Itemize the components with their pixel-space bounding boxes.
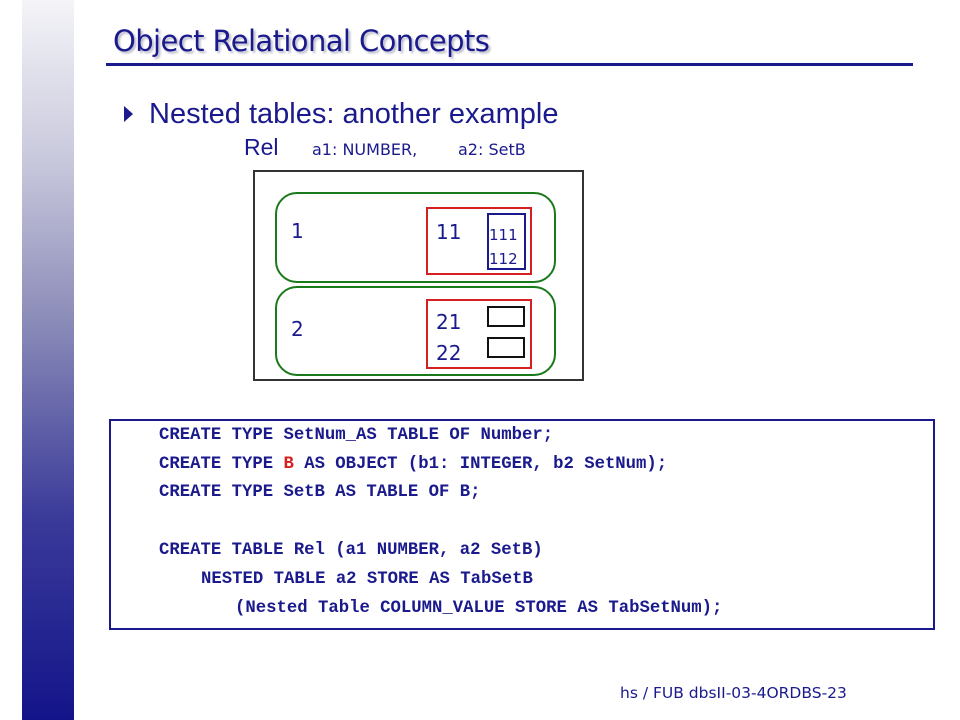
- object-b-box-2: [426, 299, 532, 369]
- row-1-a1-value: 1: [291, 219, 304, 243]
- bullet-item: Nested tables: another example: [124, 96, 558, 132]
- setnum-value: 111: [489, 226, 518, 244]
- b1-value: 11: [436, 220, 462, 244]
- code-block: [109, 419, 935, 630]
- attribute-a2: a2: SetB: [458, 140, 526, 159]
- row-2-a1-value: 2: [291, 317, 304, 341]
- relation-name: Rel: [244, 134, 279, 160]
- attribute-a1: a1: NUMBER,: [312, 140, 418, 159]
- object-b-box-1: [426, 207, 532, 275]
- tuple-row-2: [275, 286, 556, 376]
- setnum-value: 112: [489, 250, 518, 268]
- tuple-row-1: [275, 192, 556, 283]
- code-text: AS OBJECT (b1: INTEGER, b2 SetNum);: [293, 455, 668, 474]
- side-gradient-bar: [22, 0, 74, 720]
- setnum-nested-box: [487, 213, 526, 270]
- b1-value: 21: [436, 310, 462, 334]
- relation-box: [253, 170, 584, 381]
- slide-footer: hs / FUB dbsII-03-4ORDBS-23: [620, 684, 847, 702]
- triangle-bullet-icon: [124, 106, 133, 122]
- empty-setnum-box: [487, 337, 525, 358]
- slide-title: Object Relational Concepts: [113, 24, 490, 58]
- code-line-5: NESTED TABLE a2 STORE AS TabSetB: [201, 570, 533, 589]
- code-line-4: CREATE TABLE Rel (a1 NUMBER, a2 SetB): [159, 541, 543, 560]
- code-highlight: B: [283, 455, 294, 474]
- empty-setnum-box: [487, 306, 525, 327]
- code-line-6: (Nested Table COLUMN_VALUE STORE AS TabS…: [235, 599, 723, 618]
- code-line-1: CREATE TYPE SetNum_AS TABLE OF Number;: [159, 426, 554, 445]
- bullet-text: Nested tables: another example: [149, 97, 559, 130]
- code-line-2: CREATE TYPE B AS OBJECT (b1: INTEGER, b2…: [159, 455, 667, 474]
- b1-value: 22: [436, 341, 462, 365]
- title-underline: [106, 63, 913, 66]
- code-line-3: CREATE TYPE SetB AS TABLE OF B;: [159, 483, 481, 502]
- code-text: CREATE TYPE: [159, 455, 284, 474]
